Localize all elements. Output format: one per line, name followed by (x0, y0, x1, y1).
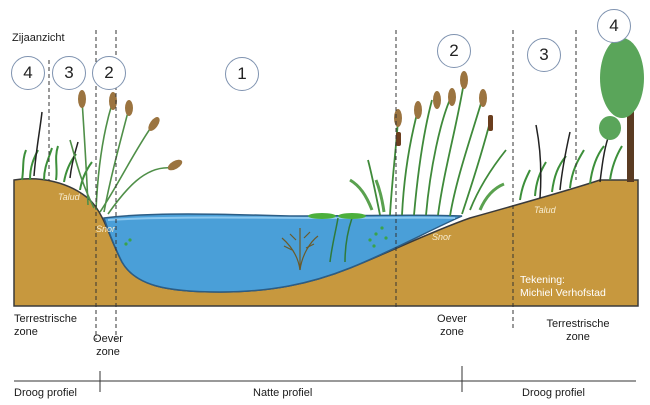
submerged-plant-icon (281, 228, 319, 271)
right-dead-stalk-icon (535, 124, 609, 199)
zone-number-4-left: 4 (11, 56, 45, 90)
zone-label-terrestrial-right: Terrestrische zone (538, 318, 618, 344)
zone-number-1: 1 (225, 57, 259, 91)
drawing-credit: Tekening: Michiel Verhofstad (520, 274, 606, 300)
water-body (103, 213, 463, 293)
zone-label-line: Terrestrische (546, 318, 610, 330)
left-reed-icon (69, 90, 183, 215)
talud-left-label: Talud (58, 192, 80, 202)
profile-wet: Natte profiel (253, 387, 313, 399)
zone-number-2-right: 2 (437, 34, 471, 68)
zone-label-line: zone (96, 346, 120, 358)
profile-dry-right: Droog profiel (522, 387, 585, 399)
diagram-title: Zijaanzicht (12, 32, 65, 44)
left-grass-icon (21, 145, 93, 191)
snor-right-label: Snor (432, 232, 452, 242)
credit-line-1: Tekening: (520, 274, 565, 286)
zone-label-line: zone (14, 326, 38, 338)
bubbles-icon (124, 226, 388, 248)
zone-label-terrestrial-left: Terrestrische zone (14, 313, 77, 339)
zone-label-oever-right: Oever zone (432, 313, 472, 339)
zone-label-line: Terrestrische (14, 313, 77, 325)
zone-label-line: zone (566, 331, 590, 343)
zone-label-line: Oever (437, 313, 467, 325)
credit-line-2: Michiel Verhofstad (520, 287, 606, 299)
right-reed-icon (349, 71, 507, 217)
zone-number-2-left: 2 (92, 56, 126, 90)
tree-icon (599, 38, 644, 182)
zone-number-4-right: 4 (597, 9, 631, 43)
talud-right-label: Talud (534, 205, 556, 215)
zone-number-3-left: 3 (52, 56, 86, 90)
right-grass-icon (519, 145, 623, 201)
profile-axis (14, 366, 636, 392)
zone-number-3-right: 3 (527, 38, 561, 72)
zone-label-line: Oever (93, 333, 123, 345)
profile-dry-left: Droog profiel (14, 387, 77, 399)
zone-label-oever-left: Oever zone (90, 333, 126, 359)
waterlily-icon (308, 213, 366, 263)
zone-label-line: zone (440, 326, 464, 338)
snor-left-label: Snor (96, 224, 116, 234)
